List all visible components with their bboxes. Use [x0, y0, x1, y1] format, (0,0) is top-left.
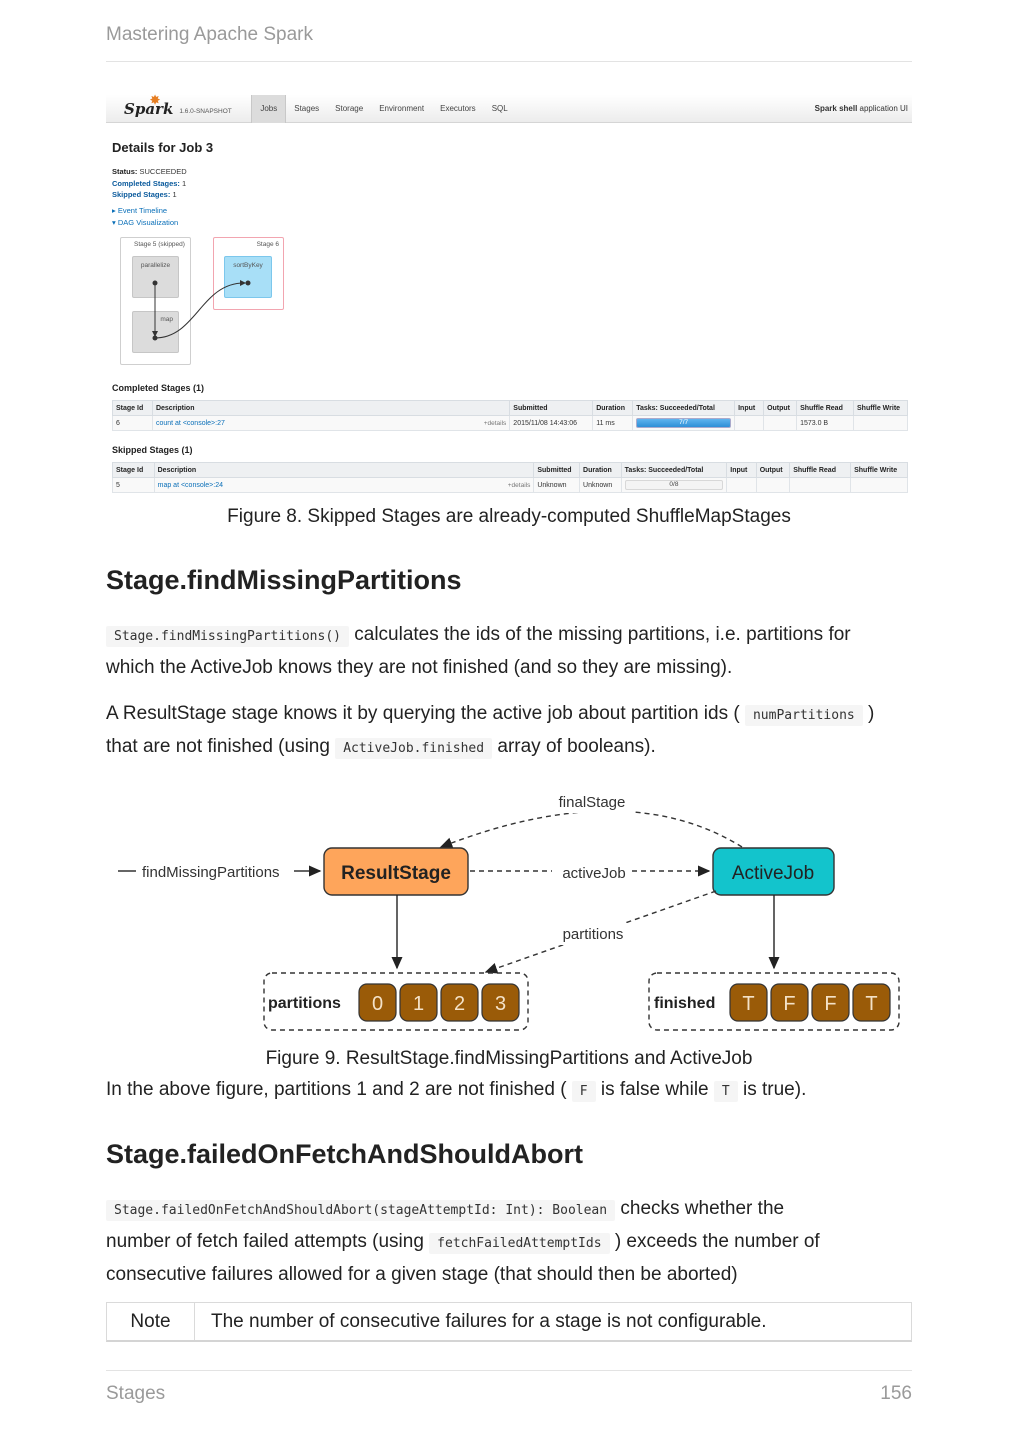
footer-section: Stages [106, 1383, 166, 1404]
note-box: Note The number of consecutive failures … [106, 1302, 912, 1342]
result-stage-node [323, 847, 469, 896]
details-link[interactable]: +details [507, 481, 531, 489]
partitions-group [263, 972, 529, 1031]
dag-node-sortbykey: sortByKey [224, 256, 272, 298]
partitions-edge-label: partitions [563, 926, 624, 943]
dag-stage-5: Stage 5 (skipped) [120, 237, 191, 365]
active-job-label: ActiveJob [732, 863, 814, 884]
partition-cell-label: 1 [413, 993, 424, 1015]
tab-stages[interactable]: Stages [294, 103, 320, 113]
job-meta: Status: SUCCEEDED Completed Stages: 1 Sk… [112, 167, 187, 199]
tasks-progress-bar: 7/7 [636, 418, 732, 428]
table-row: 6 count at <console>:27+details 2015/11/… [112, 415, 908, 431]
skipped-stages-title: Skipped Stages (1) [112, 445, 193, 455]
figure-9-caption: Figure 9. ResultStage.findMissingPartiti… [265, 1048, 753, 1069]
tab-environment[interactable]: Environment [379, 103, 425, 113]
partitions-group-label: partitions [268, 995, 341, 1012]
partition-cell [399, 983, 438, 1022]
paragraph-3: Stage.failedOnFetchAndShouldAbort(stageA… [106, 1198, 820, 1285]
inline-code: fetchFailedAttemptIds [429, 1233, 610, 1254]
inline-code: numPartitions [744, 705, 863, 726]
finished-cell-label: F [783, 993, 795, 1015]
tab-sql[interactable]: SQL [491, 103, 508, 113]
inline-code: F [571, 1081, 596, 1102]
finished-group [648, 972, 900, 1031]
inline-code: T [713, 1081, 738, 1102]
event-timeline-toggle[interactable]: ▸ Event Timeline [112, 206, 168, 215]
figure-8-caption: Figure 8. Skipped Stages are already-com… [227, 506, 791, 527]
completed-stages-link[interactable]: Completed Stages: [112, 178, 180, 188]
book-title: Mastering Apache Spark [106, 24, 314, 45]
dag-stage-6: Stage 6 [213, 237, 284, 310]
finished-cell [811, 983, 850, 1022]
details-link[interactable]: +details [483, 419, 507, 427]
partition-cell [358, 983, 397, 1022]
inline-code: Stage.findMissingPartitions() [106, 626, 349, 647]
figure-9-explanation: In the above figure, partitions 1 and 2 … [106, 1079, 807, 1102]
skipped-stages-link[interactable]: Skipped Stages: [112, 190, 171, 199]
find-missing-partitions-label: findMissingPartitions [142, 864, 280, 881]
finished-cell [729, 983, 768, 1022]
dag-edges [152, 280, 251, 341]
partition-cell-label: 2 [454, 993, 465, 1015]
section-title-failed-on-fetch: Stage.failedOnFetchAndShouldAbort [106, 1139, 583, 1169]
spark-ui-screenshot: Spark✸ 1.6.0-SNAPSHOT Jobs Stages Storag… [106, 92, 912, 499]
app-name: Spark shell application UI [814, 104, 908, 113]
finished-group-label: finished [654, 995, 715, 1012]
page-footer: Stages 156 [106, 1370, 912, 1405]
figure-9-diagram: finalStage findMissingPartitions ResultS… [118, 791, 900, 1031]
tab-executors[interactable]: Executors [440, 103, 476, 113]
section-title-find-missing-partitions: Stage.findMissingPartitions [106, 565, 462, 595]
result-stage-label: ResultStage [341, 863, 451, 884]
tasks-progress-bar: 0/8 [624, 480, 724, 490]
paragraph-2: A ResultStage stage knows it by querying… [106, 703, 875, 759]
partition-cell-label: 3 [495, 993, 506, 1015]
finished-cell [770, 983, 809, 1022]
partition-cell [481, 983, 520, 1022]
stage-description-link[interactable]: count at <console>:27 [155, 419, 225, 427]
spark-navbar: Spark✸ 1.6.0-SNAPSHOT Jobs Stages Storag… [106, 92, 912, 123]
finished-cell-label: T [742, 993, 754, 1015]
page-header: Mastering Apache Spark [106, 24, 912, 62]
spark-logo: Spark✸ [124, 92, 174, 118]
paragraph-1: Stage.findMissingPartitions() calculates… [106, 624, 851, 678]
final-stage-label: finalStage [559, 794, 626, 811]
finished-cell-label: F [824, 993, 836, 1015]
partition-cell-label: 0 [372, 993, 383, 1015]
finished-cell [852, 983, 891, 1022]
tab-jobs[interactable]: Jobs [251, 94, 287, 123]
note-label: Note [107, 1303, 195, 1340]
page-number: 156 [880, 1383, 912, 1404]
job-details-title: Details for Job 3 [112, 140, 214, 155]
dag-visualization-toggle[interactable]: ▾ DAG Visualization [112, 217, 179, 227]
stage-description-link[interactable]: map at <console>:24 [157, 481, 224, 489]
table-row: 5 map at <console>:24+details Unknown Un… [112, 477, 908, 493]
spark-version: 1.6.0-SNAPSHOT [179, 108, 232, 115]
completed-stages-title: Completed Stages (1) [112, 383, 205, 393]
spark-star-icon: ✸ [150, 92, 161, 107]
job-toggles: ▸ Event Timeline ▾ DAG Visualization [112, 205, 178, 228]
active-job-edge-label: activeJob [562, 865, 625, 882]
tab-storage[interactable]: Storage [335, 103, 364, 113]
finished-cell-label: T [865, 993, 877, 1015]
note-text: The number of consecutive failures for a… [211, 1310, 767, 1332]
inline-code: ActiveJob.finished [335, 738, 493, 759]
inline-code: Stage.failedOnFetchAndShouldAbort(stageA… [106, 1200, 616, 1221]
partition-cell [440, 983, 479, 1022]
